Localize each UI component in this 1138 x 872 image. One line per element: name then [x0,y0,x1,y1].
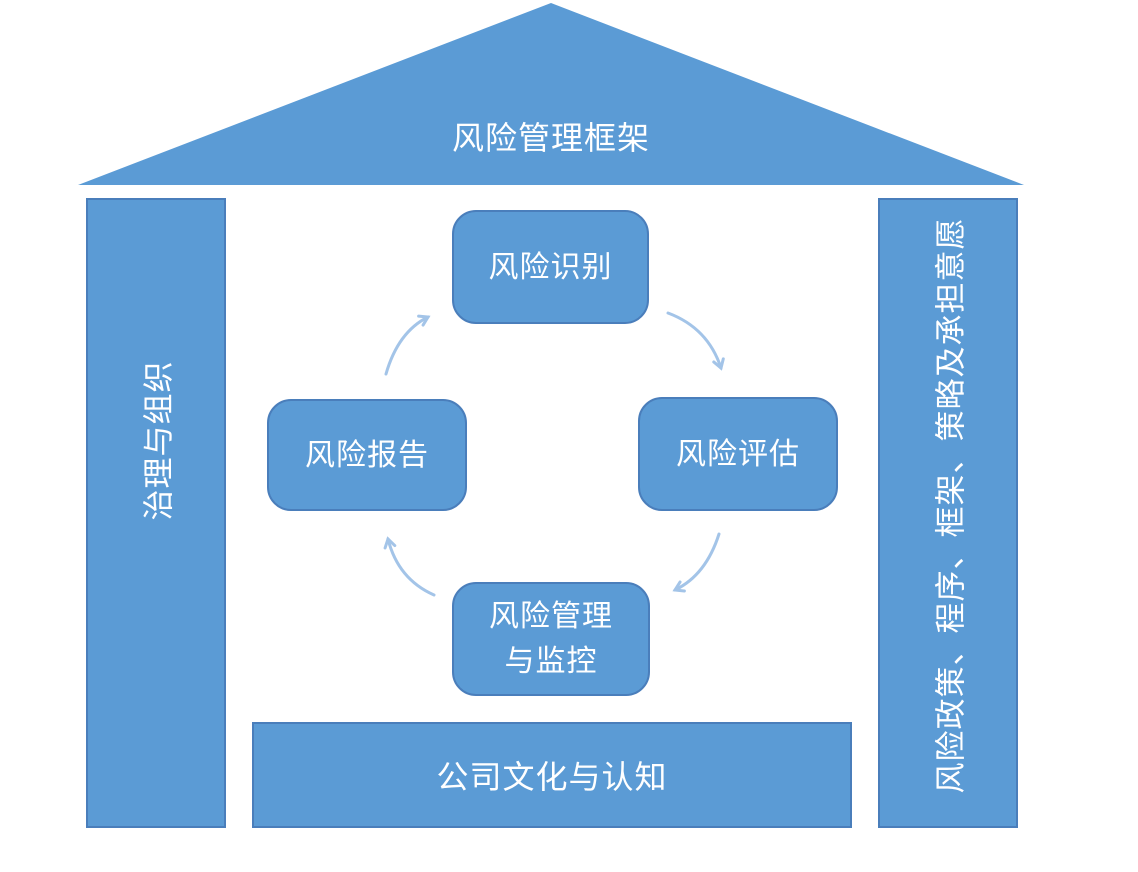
cycle-node-risk-management-monitoring: 风险管理 与监控 [452,582,650,696]
base-bar-label: 公司文化与认知 [436,759,668,795]
cycle-node-risk-assessment: 风险评估 [638,397,838,511]
arrow-report-to-identify [384,314,431,376]
roof-triangle: 风险管理框架 [78,3,1024,185]
base-bar-corporate-culture: 公司文化与认知 [252,722,852,828]
cycle-node-label: 风险评估 [676,437,800,471]
left-pillar-label: 治理与组织 [141,360,177,520]
cycle-node-label: 风险识别 [488,250,613,284]
left-pillar: 治理与组织 [86,198,226,828]
right-pillar-label: 风险政策、程序、框架、策略及承担意愿 [933,217,969,793]
cycle-node-label: 风险报告 [305,438,429,472]
roof-title: 风险管理框架 [451,120,650,156]
cycle-node-risk-identification: 风险识别 [452,210,649,324]
cycle-node-label: 风险管理 与监控 [489,600,613,678]
cycle-node-risk-reporting: 风险报告 [267,399,467,511]
arrow-assess-to-manage [672,532,721,593]
arrow-manage-to-report [383,536,436,597]
right-pillar: 风险政策、程序、框架、策略及承担意愿 [878,198,1018,828]
arrow-identify-to-assess [666,311,725,371]
